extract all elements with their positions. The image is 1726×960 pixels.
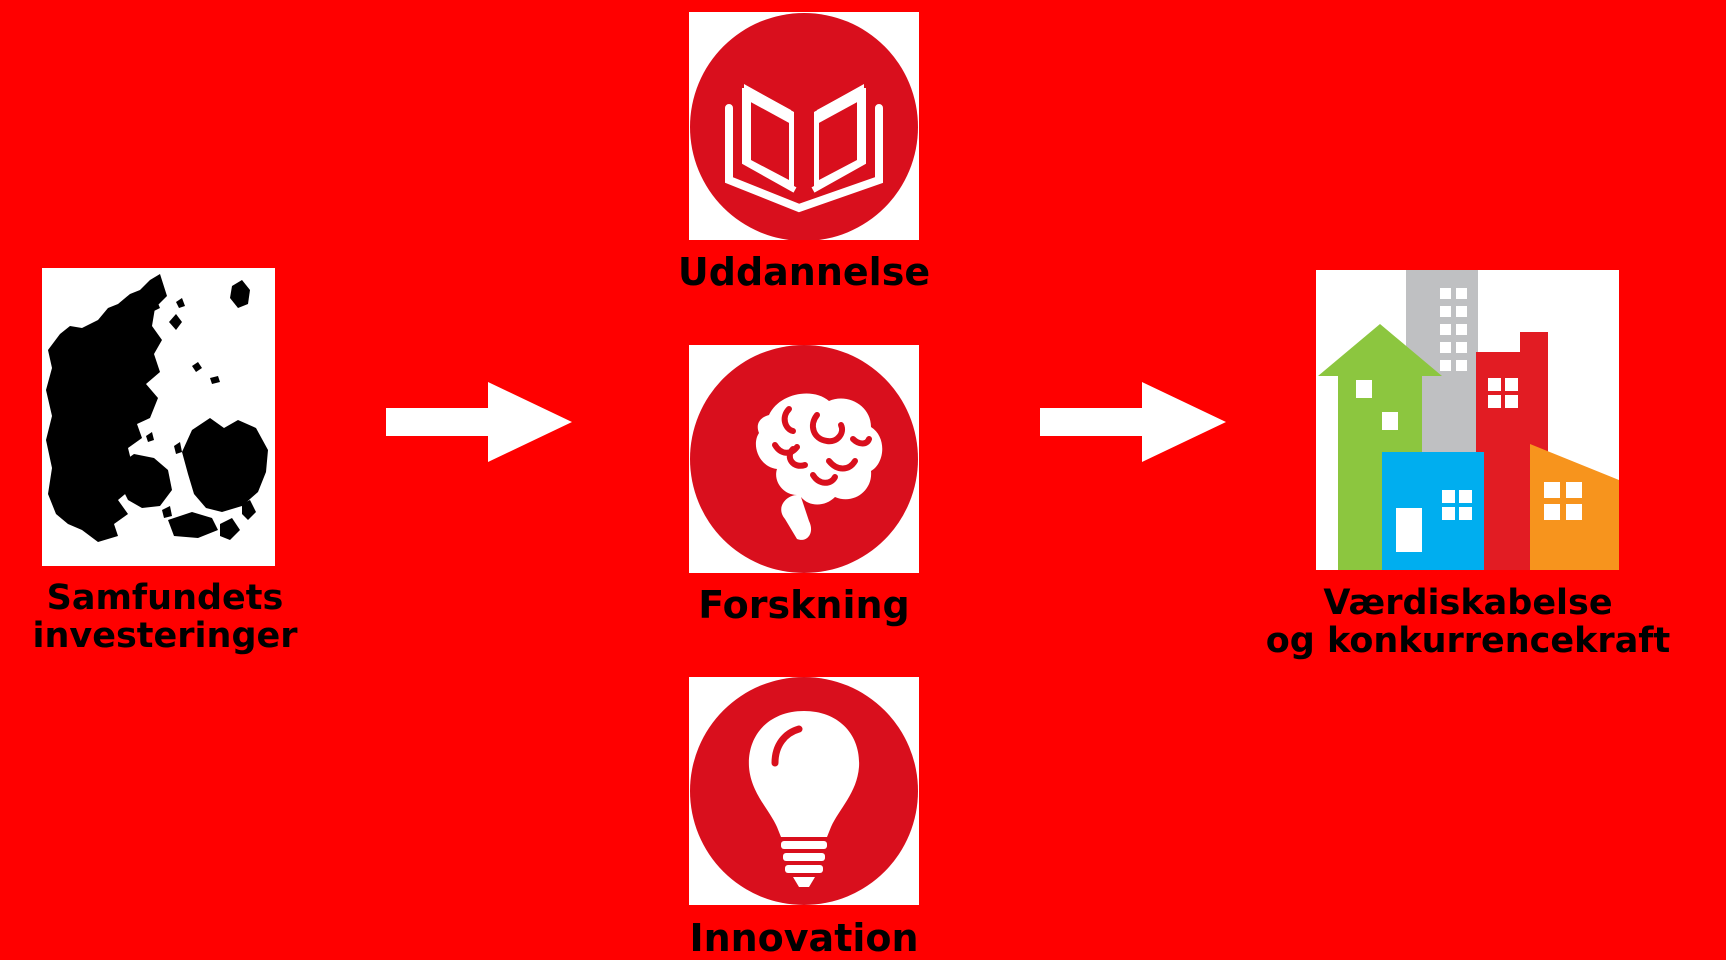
education-icon-tile bbox=[689, 12, 919, 240]
outcome-label-line2: og konkurrencekraft bbox=[1265, 620, 1671, 661]
book-icon bbox=[725, 84, 883, 213]
source-label-line1: Samfundets bbox=[46, 578, 284, 618]
city-buildings-icon bbox=[1318, 270, 1619, 570]
denmark-map-tile bbox=[42, 268, 275, 566]
arrow-right-icon bbox=[386, 382, 572, 462]
lightbulb-icon bbox=[748, 711, 860, 887]
city-tile bbox=[1316, 270, 1619, 570]
education-label: Uddannelse bbox=[677, 250, 931, 294]
research-icon-tile bbox=[689, 345, 919, 573]
arrow-right-icon-2 bbox=[1040, 382, 1226, 462]
outcome-label-line1: Værdiskabelse bbox=[1323, 583, 1613, 623]
source-label: Samfundets investeringer bbox=[0, 578, 330, 656]
innovation-icon-tile bbox=[689, 677, 919, 905]
denmark-map-icon bbox=[46, 274, 268, 542]
source-label-line2: investeringer bbox=[32, 615, 298, 656]
research-label: Forskning bbox=[698, 583, 910, 627]
innovation-label: Innovation bbox=[689, 916, 919, 960]
outcome-label: Værdiskabelse og konkurrencekraft bbox=[1210, 583, 1726, 661]
